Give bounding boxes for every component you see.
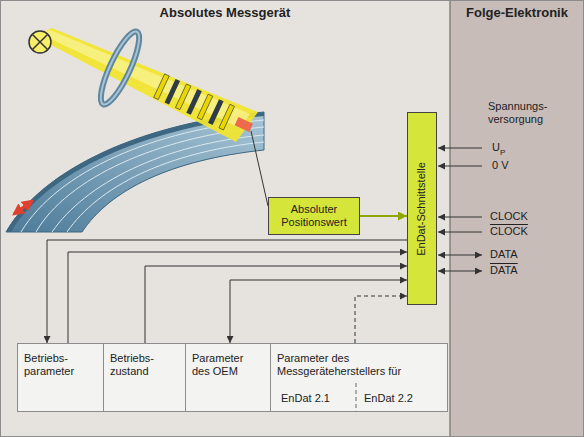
- signal-label: CLOCK: [490, 225, 528, 238]
- panel-divider: [449, 0, 451, 437]
- dashed-divider: [354, 343, 358, 412]
- signal-label: U: [492, 141, 500, 154]
- connector: [145, 266, 407, 343]
- lamp-cross: [32, 34, 48, 50]
- connector: [355, 296, 407, 343]
- disk-tracks: [52, 135, 264, 232]
- device-panel: Absolutes MessgerätAbsoluter Positionswe…: [0, 0, 450, 437]
- electronics-panel-ground: [450, 0, 584, 437]
- version-label: EnDat 2.1: [281, 392, 353, 405]
- dashed-divider: [356, 383, 357, 412]
- panel-title: Absolutes Messgerät: [0, 5, 450, 21]
- encoder-illustration: [6, 28, 264, 232]
- box-label: EnDat-Schnittstelle: [415, 162, 428, 256]
- signal-label: 0 V: [492, 159, 509, 172]
- scanning-ring-light: [94, 28, 146, 109]
- grating-bars: [208, 99, 224, 125]
- memory-cell: Parameter des Messgeräteherstellers fürE…: [270, 343, 448, 412]
- connector: [68, 252, 407, 343]
- signal-label: DATA: [490, 248, 518, 261]
- interface-wires: [438, 148, 482, 271]
- disk-tracks: [67, 142, 264, 232]
- interface-wires: [438, 232, 482, 233]
- connector: [47, 240, 407, 343]
- light-beam: [34, 28, 258, 142]
- cell-label: Parameter des Messgeräteherstellers für: [277, 352, 437, 378]
- beam-highlight: [40, 30, 250, 128]
- grating-bars: [219, 104, 235, 130]
- photo-detector: [235, 117, 253, 132]
- scanning-ring: [94, 28, 146, 109]
- signal-label: Spannungs- versorgung: [488, 100, 563, 126]
- version-label: EnDat 2.2: [364, 392, 440, 405]
- process-box: Absoluter Positionswert: [268, 197, 360, 235]
- cell-label: Betriebs- parameter: [24, 352, 98, 378]
- memory-cell: Betriebs- parameter: [17, 343, 104, 412]
- device-panel-ground: [0, 0, 450, 437]
- motion-arrow: [14, 201, 32, 214]
- panel-title: Folge-Elektronik: [450, 5, 584, 21]
- connector: [360, 215, 407, 217]
- connector: [230, 280, 407, 343]
- signal-label: DATA: [490, 264, 518, 277]
- interface-wires: [438, 271, 482, 272]
- signal-label: CLOCK: [490, 210, 528, 223]
- cell-label: Betriebs- zustand: [110, 352, 182, 378]
- lamp: [29, 31, 51, 53]
- interface-wires: [438, 148, 482, 149]
- interface-wires: [438, 166, 482, 167]
- box-label: Absoluter Positionswert: [272, 203, 356, 229]
- disk-tracks: [36, 127, 264, 232]
- grating-bars: [197, 94, 213, 120]
- memory-cell: Parameter des OEM: [185, 343, 271, 412]
- grating-bars: [154, 74, 235, 130]
- grating-bars: [165, 79, 181, 105]
- memory-cell: Betriebs- zustand: [103, 343, 186, 412]
- leader-line: [251, 131, 268, 206]
- interface-wires: [438, 255, 482, 256]
- grating-bars: [154, 74, 170, 100]
- cell-label: Parameter des OEM: [192, 352, 254, 378]
- interface-box: EnDat-Schnittstelle: [407, 112, 437, 305]
- signal-subscript: P: [500, 148, 505, 158]
- grating-bars: [186, 89, 202, 115]
- grating-bars: [175, 84, 191, 110]
- interface-wires: [438, 217, 482, 218]
- lamp-cross: [32, 34, 48, 50]
